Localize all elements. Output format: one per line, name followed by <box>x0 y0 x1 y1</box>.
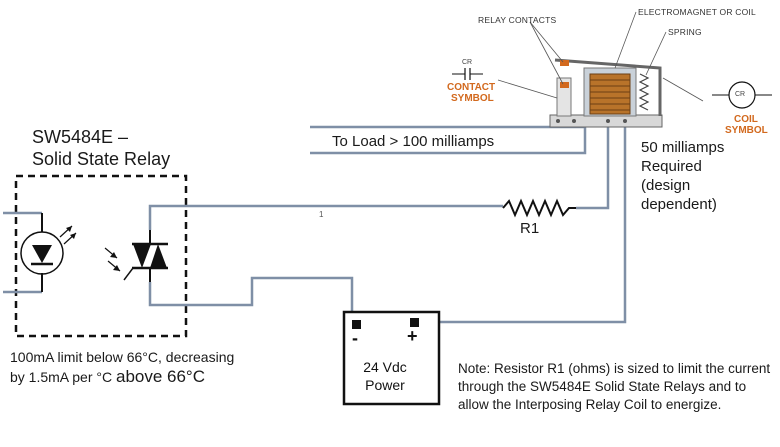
relay-title-line1: SW5484E – <box>32 127 129 147</box>
negative-terminal <box>352 320 361 329</box>
power-line1: 24 Vdc <box>363 359 407 375</box>
coil-current-line1: 50 milliamps <box>641 139 725 156</box>
coil-symbol-label1: COIL <box>734 114 758 125</box>
limit-note-text: 100mA limit below 66°C, decreasing by 1.… <box>10 349 235 385</box>
resistor-note: Note: Resistor R1 (ohms) is sized to lim… <box>458 361 771 412</box>
resistor-label: R1 <box>520 220 540 237</box>
coil-current-line2: Required <box>641 158 702 175</box>
power-minus-label: - <box>352 328 358 348</box>
power-line2: Power <box>365 377 405 393</box>
contact-symbol-label2: SYMBOL <box>451 93 494 104</box>
coil-current-line4: dependent) <box>641 196 717 213</box>
load-label: To Load > 100 milliamps <box>332 133 495 150</box>
wiring <box>148 120 627 324</box>
limit-note-emphasis: above 66°C <box>115 367 206 386</box>
coil-symbol-icon <box>712 81 772 109</box>
led-icon <box>3 211 77 294</box>
power-plus-label: + <box>407 326 418 346</box>
contact-symbol-icon <box>452 68 483 80</box>
coil-symbol-label2: SYMBOL <box>725 125 768 136</box>
ssr-package-outline <box>14 174 188 338</box>
spring-label: SPRING <box>668 27 702 37</box>
wire-marker: 1 <box>319 210 324 219</box>
electromechanical-relay-icon <box>497 11 704 128</box>
relay-contacts-label: RELAY CONTACTS <box>478 15 557 25</box>
coil-current-line3: (design <box>641 177 691 194</box>
limit-note: 100mA limit below 66°C, decreasing by 1.… <box>10 348 245 387</box>
positive-terminal <box>410 318 419 327</box>
contact-symbol-cr: CR <box>462 59 473 66</box>
coil-symbol-cr: CR <box>735 91 746 98</box>
triac-icon <box>104 230 168 282</box>
electromagnet-label: ELECTROMAGNET OR COIL <box>638 7 756 17</box>
relay-title-line2: Solid State Relay <box>32 149 171 169</box>
contact-symbol-label1: CONTACT <box>447 82 496 93</box>
resistor-r1-icon <box>502 198 576 218</box>
